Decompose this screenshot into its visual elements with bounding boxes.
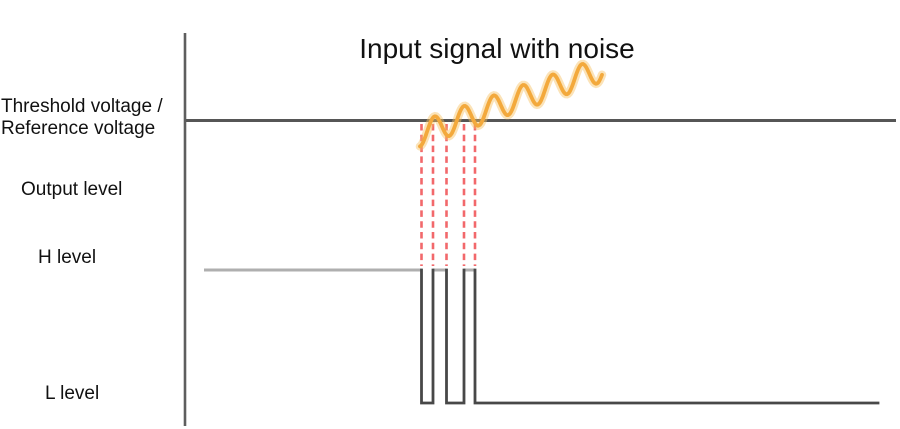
diagram-title: Input signal with noise: [359, 33, 635, 64]
label-threshold-voltage-line1: Threshold voltage /: [1, 96, 163, 117]
label-h-level: H level: [38, 247, 97, 268]
output-pulse-waveform: [420, 268, 880, 405]
noise-signal-curve: [418, 62, 604, 149]
label-l-level: L level: [45, 383, 100, 404]
label-threshold-voltage-line2: Reference voltage: [1, 118, 156, 139]
label-output-level: Output level: [21, 179, 123, 200]
label-threshold-voltage: Threshold voltage / Reference voltage: [1, 96, 163, 140]
